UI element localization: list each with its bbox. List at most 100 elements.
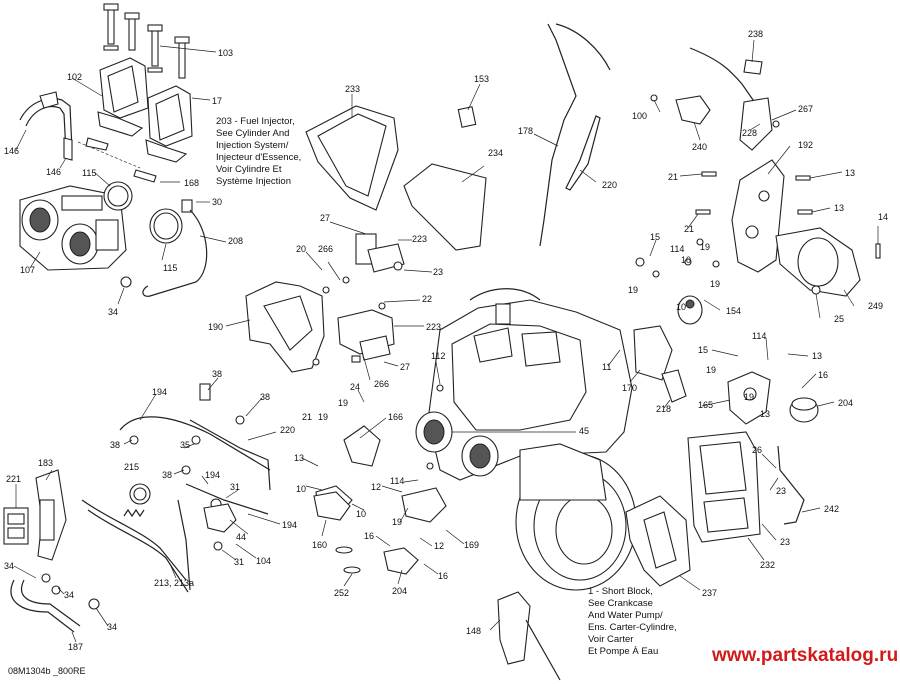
callout-13: 13 bbox=[760, 409, 771, 419]
sensor-group bbox=[650, 47, 780, 151]
callout-104: 104 bbox=[256, 556, 272, 566]
callout-215: 215 bbox=[124, 462, 140, 472]
callout-23: 23 bbox=[433, 267, 444, 277]
callout-16: 16 bbox=[364, 531, 375, 541]
callout-187: 187 bbox=[68, 642, 84, 652]
callout-11: 11 bbox=[602, 362, 612, 372]
callout-266: 266 bbox=[374, 379, 390, 389]
callout-223: 223 bbox=[412, 234, 428, 244]
note-line: Ens. Carter-Cylindre, bbox=[588, 622, 677, 633]
bracket-165 bbox=[727, 371, 771, 425]
bracket-237 bbox=[625, 495, 691, 587]
hose-220-lower bbox=[189, 419, 271, 491]
callout-13: 13 bbox=[845, 168, 856, 178]
callout-15: 15 bbox=[650, 232, 661, 242]
note-line: Et Pompe À Eau bbox=[588, 646, 659, 657]
callout-45: 45 bbox=[579, 426, 590, 436]
starter-249 bbox=[775, 227, 861, 297]
callout-27: 27 bbox=[400, 362, 411, 372]
note-line: See Crankcase bbox=[588, 598, 653, 609]
clamp-215 bbox=[129, 483, 151, 505]
callout-153: 153 bbox=[474, 74, 490, 84]
drawing-number: 08M1304b _800RE bbox=[8, 666, 86, 676]
coil-bolt-group bbox=[103, 3, 190, 79]
callout-114: 114 bbox=[670, 244, 685, 254]
callout-21: 21 bbox=[302, 412, 313, 422]
callout-31: 31 bbox=[230, 482, 241, 492]
callout-220: 220 bbox=[280, 425, 296, 435]
callout-24: 24 bbox=[350, 382, 361, 392]
callout-169: 169 bbox=[464, 540, 480, 550]
note-line: See Cylinder And bbox=[216, 128, 290, 139]
callout-221: 221 bbox=[6, 474, 22, 484]
callout-249: 249 bbox=[868, 301, 884, 311]
callout-27: 27 bbox=[320, 213, 331, 223]
callout-19: 19 bbox=[392, 517, 403, 527]
callout-19: 19 bbox=[338, 398, 349, 408]
orings-252 bbox=[335, 546, 361, 574]
callout-267: 267 bbox=[798, 104, 814, 114]
note-fuel-injector: 203 - Fuel Injector, See Cylinder And In… bbox=[216, 116, 301, 188]
watermark-link[interactable]: www.partskatalog.ru bbox=[712, 645, 899, 666]
ignition-coil-223-lower bbox=[337, 302, 395, 363]
cover-234 bbox=[403, 163, 487, 251]
callout-154: 154 bbox=[726, 306, 742, 316]
callout-194: 194 bbox=[205, 470, 221, 480]
ecu-232 bbox=[687, 431, 761, 543]
ignition-coil-right bbox=[145, 85, 193, 163]
callout-34: 34 bbox=[64, 590, 75, 600]
note-line: Voir Cylindre Et bbox=[216, 164, 282, 175]
callout-148: 148 bbox=[466, 626, 482, 636]
callout-17: 17 bbox=[212, 96, 223, 106]
callout-38: 38 bbox=[110, 440, 121, 450]
callout-21: 21 bbox=[684, 224, 695, 234]
callout-26: 26 bbox=[752, 445, 763, 455]
callout-19: 19 bbox=[706, 365, 717, 375]
harness-242 bbox=[777, 445, 805, 525]
spring-215 bbox=[123, 508, 145, 518]
throttle-body bbox=[19, 185, 132, 288]
cable-178 bbox=[539, 23, 577, 247]
callout-20: 20 bbox=[296, 244, 307, 254]
engine-short-block bbox=[427, 288, 633, 481]
callout-103: 103 bbox=[218, 48, 234, 58]
part-153 bbox=[457, 106, 477, 128]
callout-233: 233 bbox=[345, 84, 361, 94]
callout-237: 237 bbox=[702, 588, 718, 598]
callout-234: 234 bbox=[488, 148, 504, 158]
callout-168: 168 bbox=[184, 178, 200, 188]
callout-38: 38 bbox=[260, 392, 271, 402]
hose-194 bbox=[119, 416, 271, 471]
callout-208: 208 bbox=[228, 236, 244, 246]
callout-252: 252 bbox=[334, 588, 350, 598]
part-221 bbox=[3, 507, 29, 545]
callout-38: 38 bbox=[162, 470, 173, 480]
callout-13: 13 bbox=[812, 351, 823, 361]
valve-104 bbox=[203, 503, 237, 533]
callout-30: 30 bbox=[212, 197, 223, 207]
note-line: 203 - Fuel Injector, bbox=[216, 116, 295, 127]
callout-204: 204 bbox=[838, 398, 854, 408]
callout-107: 107 bbox=[20, 265, 36, 275]
hose-208 bbox=[142, 209, 208, 297]
callout-166: 166 bbox=[388, 412, 404, 422]
intake-boots bbox=[415, 411, 499, 477]
starter-bracket-192 bbox=[731, 159, 785, 273]
callout-19: 19 bbox=[628, 285, 639, 295]
callout-25: 25 bbox=[834, 314, 845, 324]
callout-16: 16 bbox=[438, 571, 449, 581]
callout-100: 100 bbox=[632, 111, 648, 121]
callout-12: 12 bbox=[434, 541, 445, 551]
mount-160 bbox=[313, 491, 351, 521]
callout-114: 114 bbox=[390, 476, 405, 486]
callout-19: 19 bbox=[744, 392, 755, 402]
ignition-coil-223-upper bbox=[342, 233, 405, 284]
callout-115: 115 bbox=[163, 263, 178, 273]
callout-10: 10 bbox=[681, 255, 692, 265]
callout-213-213a: 213, 213a bbox=[154, 578, 195, 588]
ignition-coil-left bbox=[97, 57, 149, 137]
spark-plug-wires bbox=[19, 91, 157, 183]
callout-13: 13 bbox=[294, 453, 305, 463]
callout-114: 114 bbox=[752, 331, 767, 341]
